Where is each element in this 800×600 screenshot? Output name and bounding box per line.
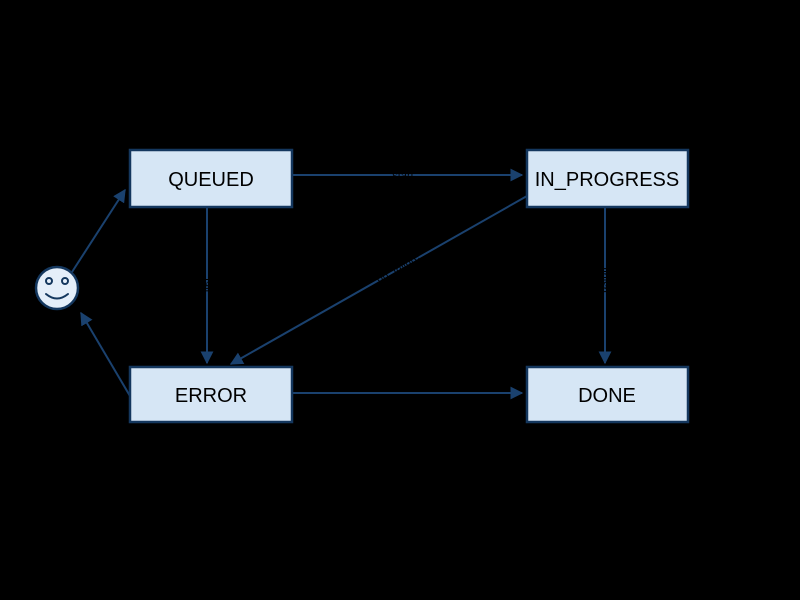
- state-box-queued: [128, 148, 294, 209]
- state-node-in-progress: IN_PROGRESS: [525, 148, 690, 209]
- state-node-done: DONE: [525, 365, 690, 424]
- state-label-error: ERROR: [175, 385, 247, 407]
- state-label-done: DONE: [578, 385, 636, 407]
- edge-label-queued-to-error: fail: [200, 278, 212, 292]
- edge-error-to-initial: [80, 311, 131, 397]
- state-box-done: [525, 365, 690, 424]
- edge-in-progress-to-error: [229, 195, 528, 365]
- state-label-queued: QUEUED: [168, 169, 254, 191]
- state-label-in-progress: IN_PROGRESS: [535, 169, 679, 191]
- state-box-error: [128, 365, 294, 424]
- smiley-face-icon: [34, 265, 80, 311]
- smiley-right-eye: [61, 277, 69, 285]
- state-node-queued: QUEUED: [128, 148, 294, 209]
- edge-label-queued-to-in-progress: start: [392, 170, 413, 182]
- initial-state-node: [34, 265, 80, 311]
- smiley-left-eye: [45, 277, 53, 285]
- edge-initial-to-queued: [71, 188, 126, 273]
- state-box-in-progress: [525, 148, 690, 209]
- edge-label-in-progress-to-done: finish: [598, 267, 610, 293]
- smiley-mouth: [45, 293, 69, 300]
- edge-label-in-progress-to-error: on_failure: [374, 251, 422, 286]
- state-node-error: ERROR: [128, 365, 294, 424]
